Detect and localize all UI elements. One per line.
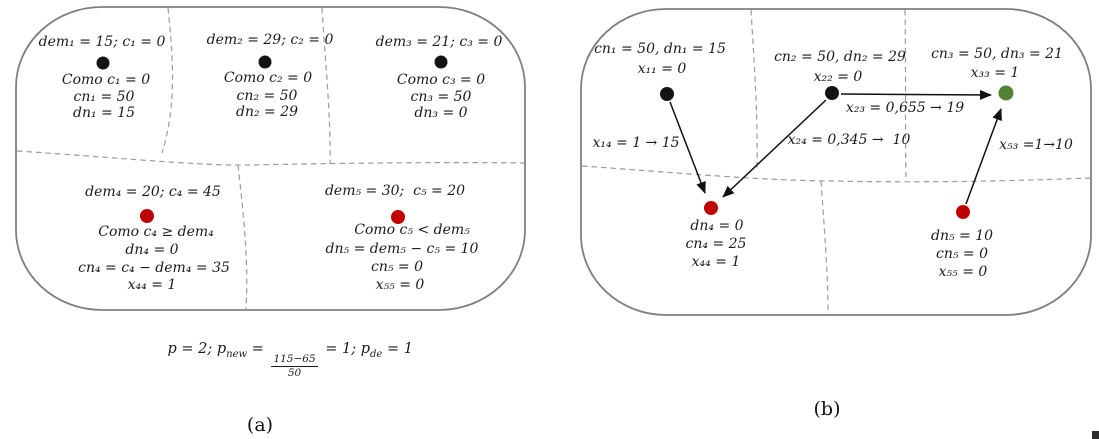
panel-a-shapes	[15, 6, 526, 311]
cell-2-line-1: Como c₂ = 0	[223, 70, 313, 86]
formula-sub-new: new	[226, 348, 248, 360]
panel-a-divider-bottom	[237, 164, 248, 310]
edge-label-x53: x₅₃ =1→10	[999, 137, 1073, 153]
panel-b-divider-horizontal	[581, 165, 1092, 183]
cell-3-demand-label: dem₃ = 21; c₃ = 0	[375, 34, 503, 50]
formula-sub-de: de	[370, 348, 383, 360]
corner-mark-artifact	[1092, 431, 1099, 439]
node-3-assign-label: x₃₃ = 1	[970, 65, 1020, 81]
node-5-line-1: dn₅ = 10	[930, 228, 994, 244]
formula-lead: p = 2; p	[167, 341, 227, 357]
node-1-assign-label: x₁₁ = 0	[637, 61, 687, 77]
panel-b-caption: (b)	[813, 398, 841, 420]
panel-a-divider-top-1	[161, 7, 174, 154]
node-4-dot	[704, 201, 718, 215]
cell-1-line-3: dn₁ = 15	[72, 105, 136, 121]
formula-eq: =	[247, 341, 269, 357]
node-2-capacity-label: cn₂ = 50, dn₂ = 29	[774, 49, 906, 65]
panel-a-divider-horizontal	[16, 150, 525, 166]
panel-a-region-outline	[15, 6, 526, 311]
edge-arrow-2-to-3	[840, 89, 992, 100]
node-5-line-2: cn₅ = 0	[935, 246, 989, 262]
node-4-line-3: x₄₄ = 1	[691, 254, 741, 270]
cell-4-line-1: Como c₄ ≥ dem₄	[98, 224, 214, 240]
formula-fraction-denominator: 50	[287, 366, 302, 379]
cell-5-line-2: dn₅ = dem₅ − c₅ = 10	[325, 241, 479, 257]
edge-arrow-2-to-4	[722, 99, 827, 198]
site-4-dot	[140, 209, 154, 223]
site-5-dot	[391, 210, 405, 224]
node-4-line-2: cn₄ = 25	[685, 236, 747, 252]
cell-5-line-3: cn₅ = 0	[370, 259, 424, 275]
site-1-dot	[96, 56, 110, 70]
node-5-dot	[956, 205, 970, 219]
cell-4-line-2: dn₄ = 0	[125, 242, 179, 258]
edge-arrow-1-to-4	[669, 101, 706, 194]
formula-tail: = 1	[382, 341, 413, 357]
panel-b-shapes	[580, 8, 1092, 316]
cell-1-demand-label: dem₁ = 15; c₁ = 0	[38, 34, 166, 50]
cell-4-line-4: x₄₄ = 1	[127, 277, 177, 293]
node-1-dot	[660, 87, 674, 101]
cell-5-line-4: x₅₅ = 0	[375, 277, 425, 293]
cell-2-line-2: cn₂ = 50	[236, 88, 298, 104]
cell-3-line-3: dn₃ = 0	[414, 105, 468, 121]
cell-5-demand-label: dem₅ = 30; c₅ = 20	[324, 183, 466, 199]
panel-a-divider-top-2	[321, 7, 331, 165]
edge-label-x14: x₁₄ = 1 → 15	[592, 135, 680, 151]
node-3-dot	[998, 85, 1014, 101]
edge-arrow-5-to-3	[965, 108, 1002, 205]
panel-b-divider-top-2	[904, 9, 907, 182]
panel-a-caption: (a)	[246, 414, 274, 436]
cell-2-demand-label: dem₂ = 29; c₂ = 0	[206, 32, 334, 48]
formula-fraction-numerator: 115−65	[271, 353, 318, 367]
edge-label-x24: x₂₄ = 0,345 → 10	[787, 132, 911, 148]
cell-4-line-3: cn₄ = c₄ − dem₄ = 35	[78, 260, 230, 276]
cell-3-line-2: cn₃ = 50	[410, 89, 472, 105]
edge-label-x23: x₂₃ = 0,655 → 19	[845, 100, 965, 116]
panel-b-divider-top-1	[750, 9, 758, 171]
formula-mid: = 1; p	[320, 341, 371, 357]
node-2-dot	[825, 86, 839, 100]
node-5-line-3: x₅₅ = 0	[938, 264, 988, 280]
site-2-dot	[258, 55, 272, 69]
cell-2-line-3: dn₂ = 29	[235, 104, 299, 120]
cell-1-line-1: Como c₁ = 0	[61, 72, 151, 88]
site-3-dot	[434, 55, 448, 69]
cell-1-line-2: cn₁ = 50	[73, 89, 135, 105]
panel-b-region-outline	[580, 8, 1092, 316]
node-1-capacity-label: cn₁ = 50, dn₁ = 15	[594, 41, 726, 57]
panel-b-divider-bottom	[820, 180, 829, 315]
node-2-assign-label: x₂₂ = 0	[813, 69, 863, 85]
cell-5-line-1: Como c₅ < dem₅	[354, 222, 470, 238]
node-3-capacity-label: cn₃ = 50, dn₃ = 21	[931, 46, 1063, 62]
cell-3-line-1: Como c₃ = 0	[396, 72, 486, 88]
node-4-line-1: dn₄ = 0	[690, 218, 744, 234]
cell-4-demand-label: dem₄ = 20; c₄ = 45	[85, 184, 221, 200]
